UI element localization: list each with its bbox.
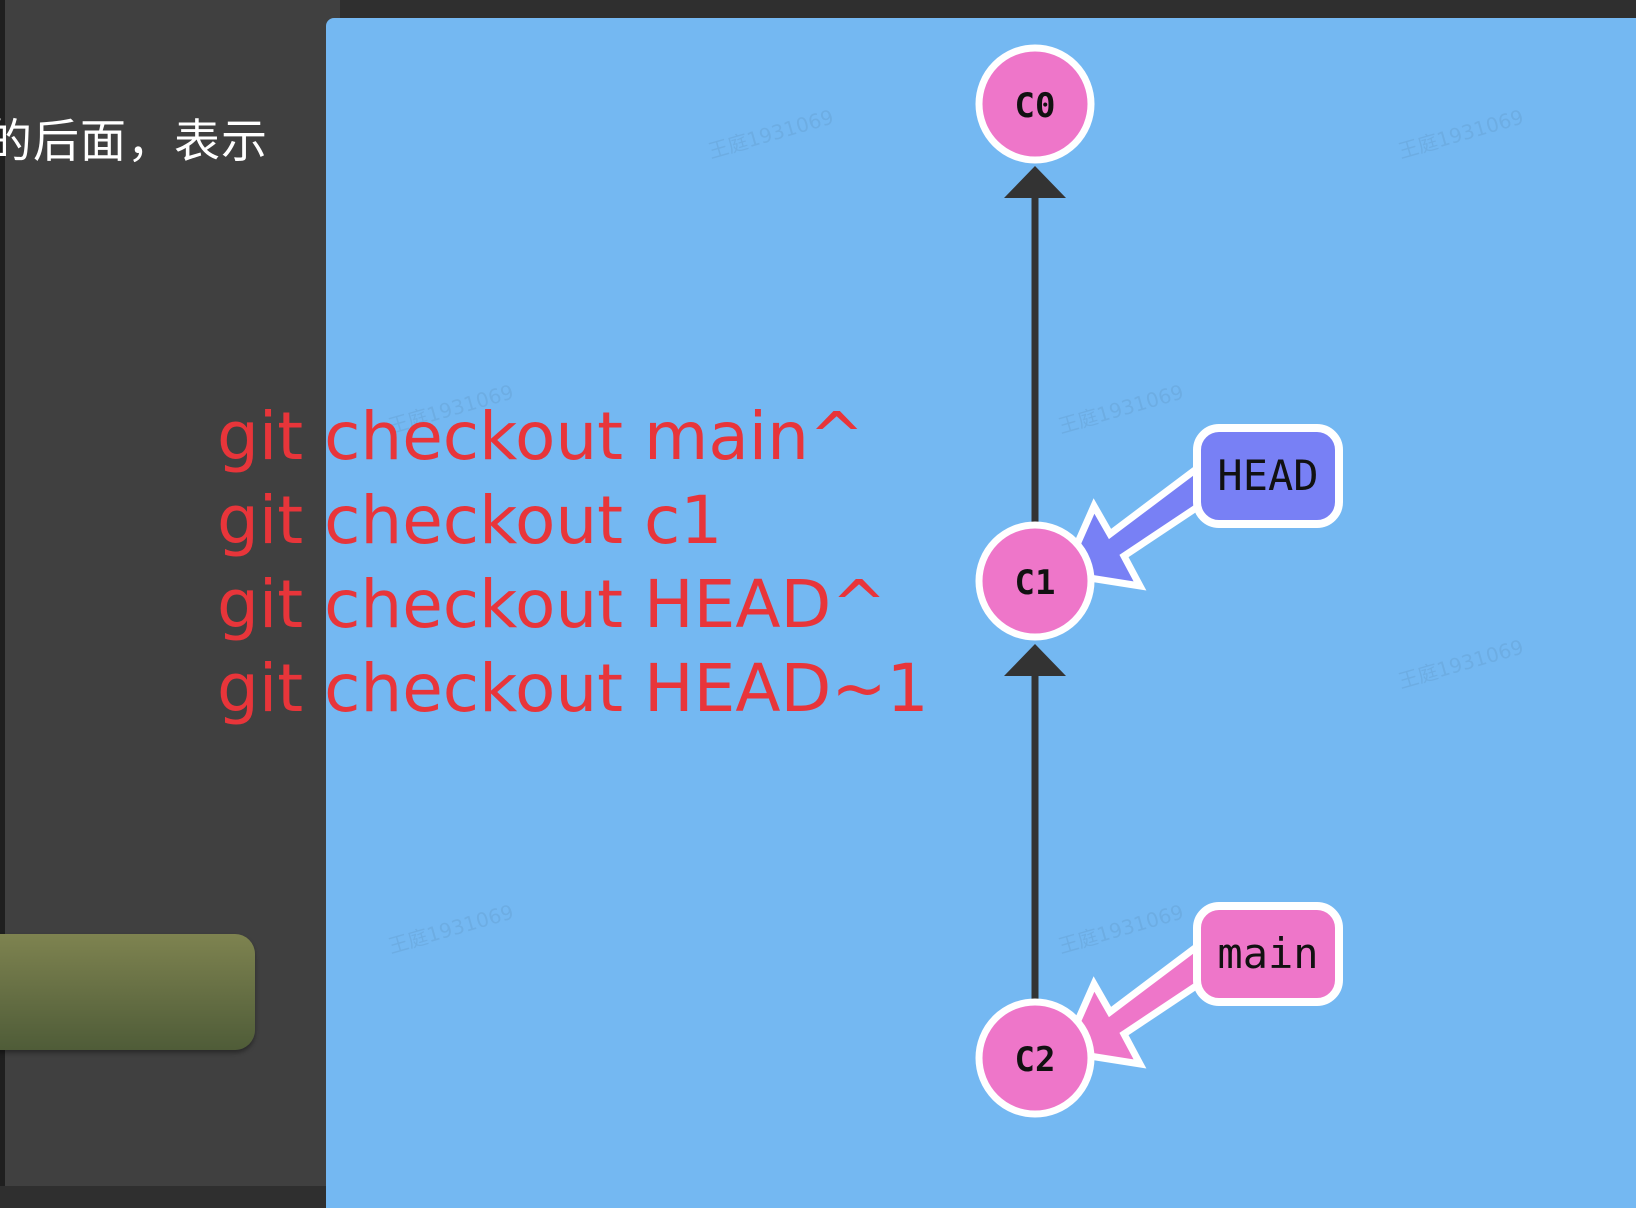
annotation-line: git checkout HEAD~1	[217, 650, 929, 727]
panel-edge	[0, 0, 5, 1186]
commit-node-c2[interactable]: C2	[975, 998, 1095, 1118]
commit-node-c1[interactable]: C1	[975, 521, 1095, 641]
instruction-panel: 的后面，表示	[0, 0, 340, 1186]
ref-name: main	[1217, 929, 1318, 978]
ref-label-main[interactable]: main	[1193, 902, 1343, 1006]
commit-label: C1	[1015, 563, 1056, 603]
annotation-line: git checkout c1	[217, 482, 723, 559]
commit-graph: C0 C1 C2 HEAD main	[975, 44, 1343, 1118]
ref-name: HEAD	[1217, 451, 1318, 500]
instruction-text: 的后面，表示	[0, 114, 268, 168]
commit-node-c0[interactable]: C0	[975, 44, 1095, 164]
parent-edge-c1-c0	[1004, 166, 1066, 523]
git-visualization-canvas: 王庭1931069 王庭1931069 王庭1931069 王庭1931069 …	[326, 18, 1636, 1208]
commit-label: C2	[1015, 1040, 1056, 1080]
commit-label: C0	[1015, 86, 1056, 126]
action-button[interactable]	[0, 934, 255, 1050]
annotation-line: git checkout main^	[217, 398, 865, 475]
red-annotation-commands: git checkout main^ git checkout c1 git c…	[217, 395, 929, 731]
parent-edge-c2-c1	[1004, 644, 1066, 1003]
annotation-line: git checkout HEAD^	[217, 566, 887, 643]
ref-label-head[interactable]: HEAD	[1193, 424, 1343, 528]
